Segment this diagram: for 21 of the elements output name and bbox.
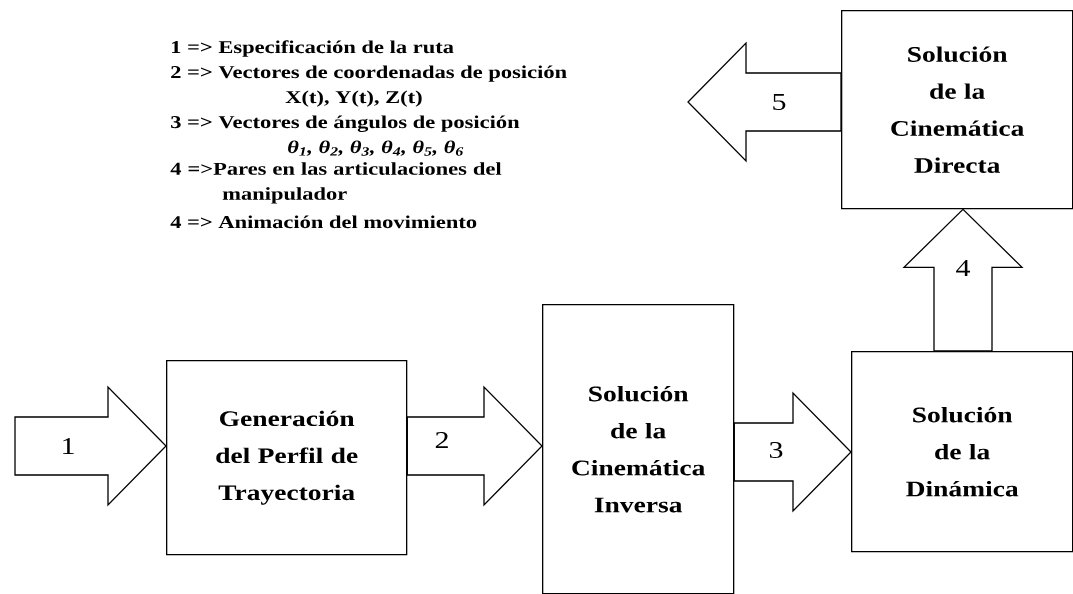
note-text: 4 => Animación del movimiento: [170, 215, 477, 229]
note-text: X(t), Y(t), Z(t): [285, 90, 422, 107]
block-arrow: [902, 208, 1024, 352]
edge-label: 4: [954, 259, 972, 277]
block-arrow: [687, 41, 842, 163]
edge-label: 2: [433, 431, 451, 449]
block-arrow: [406, 385, 543, 507]
process-box: Solución de la Cinemática Inversa: [542, 304, 735, 594]
block-arrow: [733, 391, 852, 513]
note-text: θ$_{1}$, θ$_{2}$, θ$_{3}$, θ$_{4}$, θ$_{5}$, θ$_{6}$: [288, 140, 464, 156]
block-arrow: [14, 385, 167, 507]
note-text: 4 =>Pares en las articulaciones del manipulador: [170, 162, 502, 204]
process-box: Solución de la Dinámica: [851, 351, 1073, 553]
note-text: 2 => Vectores de coordenadas de posición: [171, 65, 567, 82]
note-text: 1 => Especificación de la ruta: [172, 40, 454, 57]
edge-label: 3: [767, 440, 785, 460]
note-text: 3 => Vectores de ángulos de posición: [171, 115, 520, 132]
process-box: Solución de la Cinemática Directa: [841, 10, 1073, 210]
edge-label: 1: [59, 437, 77, 455]
process-box: Generación del Perfil de Trayectoria: [166, 360, 408, 556]
edge-label: 5: [770, 93, 788, 111]
